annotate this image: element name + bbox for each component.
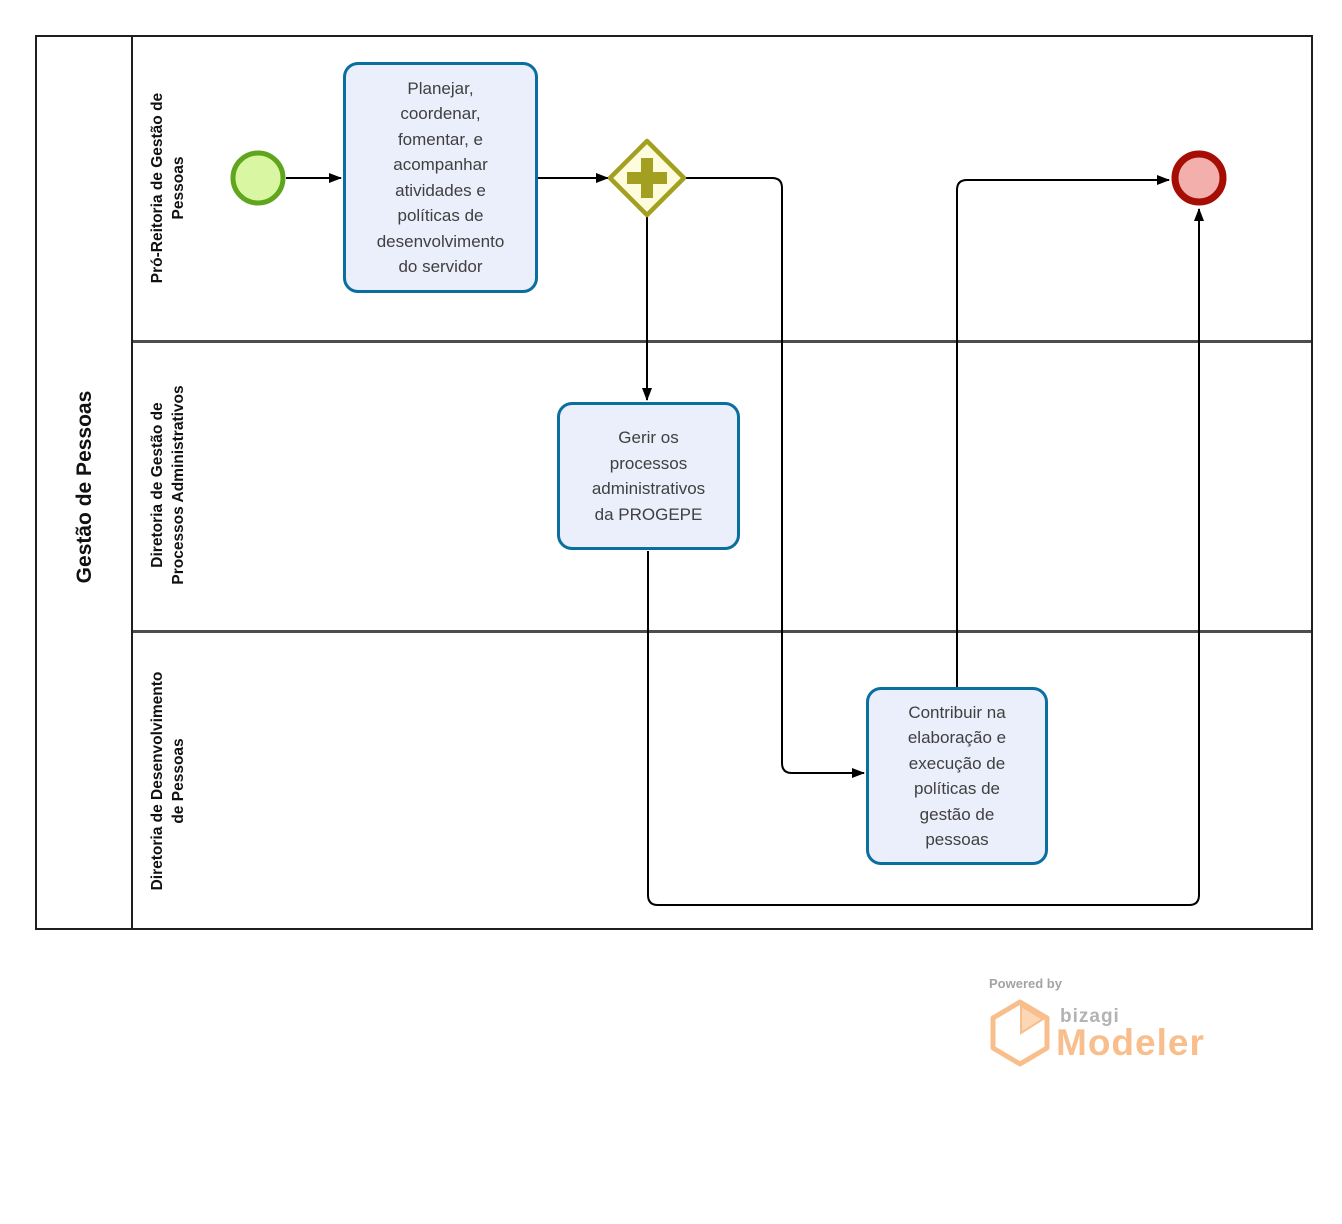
powered-by-label: Powered by <box>989 976 1062 991</box>
task-gerir: Gerir os processos administrativos da PR… <box>557 402 740 550</box>
task-contribuir-label: Contribuir na elaboração e execução de p… <box>907 702 1007 850</box>
flow-task-gerir-to-end <box>647 208 1204 906</box>
task-contribuir: Contribuir na elaboração e execução de p… <box>866 687 1048 865</box>
lane-divider-1 <box>133 340 1311 343</box>
task-planejar-label: Planejar, coordenar, fomentar, e acompan… <box>376 78 505 277</box>
end-event <box>1171 150 1227 206</box>
gateway-plus-icon <box>627 158 667 198</box>
task-planejar: Planejar, coordenar, fomentar, e acompan… <box>343 62 538 293</box>
flow-gateway-to-task-contribuir <box>685 177 865 778</box>
pool-title-column: Gestão de Pessoas <box>37 37 133 928</box>
lane-divider-2 <box>133 630 1311 633</box>
bizagi-logo-icon <box>990 999 1050 1067</box>
modeler-product-label: Modeler <box>1056 1022 1205 1063</box>
start-event <box>230 150 286 206</box>
flow-task-contribuir-to-end <box>956 175 1170 687</box>
bizagi-brand-label: bizagi <box>1060 1006 1120 1027</box>
task-gerir-label: Gerir os processos administrativos da PR… <box>591 428 706 524</box>
